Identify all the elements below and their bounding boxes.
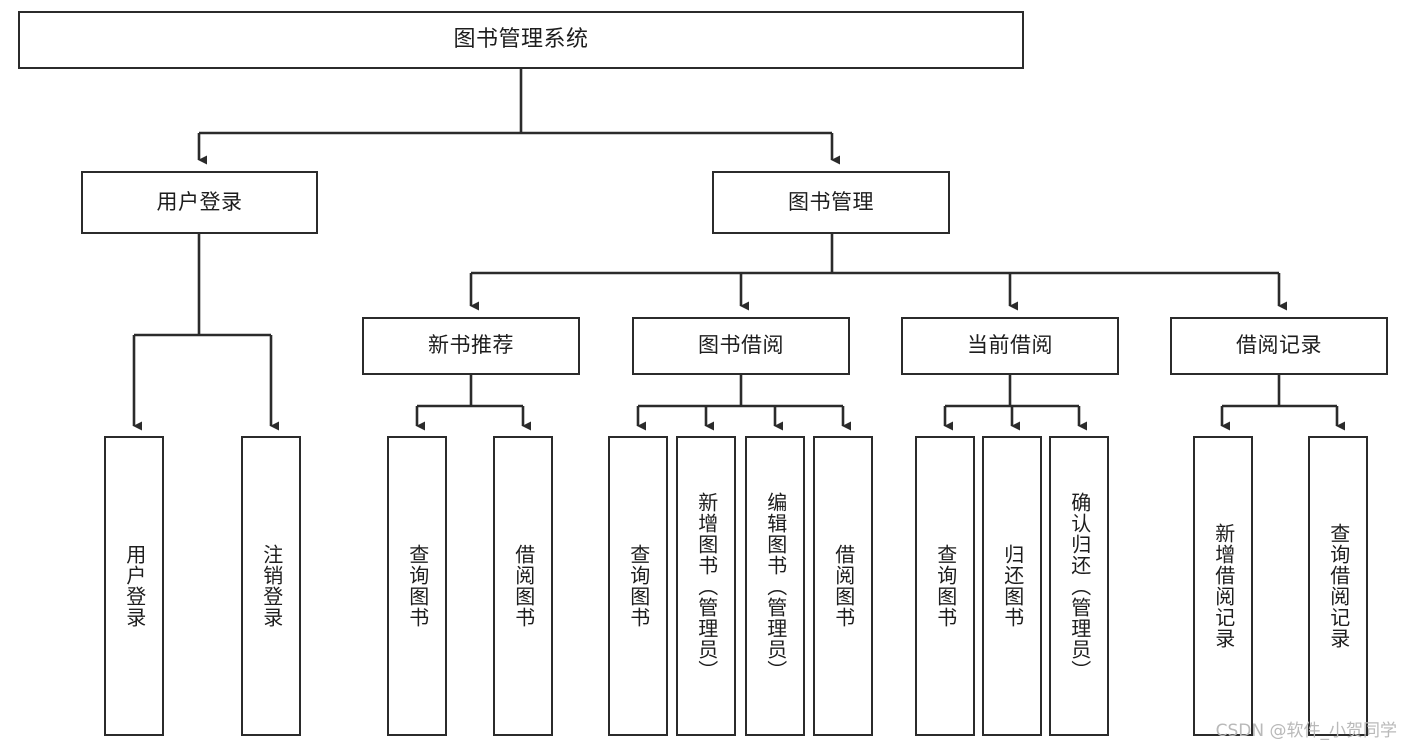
- node-leaf-newbooks-query-books-label: 查询图书: [405, 544, 430, 628]
- node-leaf-newbooks-borrow-books[interactable]: 借阅图书: [493, 436, 553, 736]
- node-book-management-label: 图书管理: [788, 189, 874, 214]
- node-leaf-borrow-lend-books-label: 借阅图书: [831, 544, 856, 628]
- node-leaf-user-login[interactable]: 用户登录: [104, 436, 164, 736]
- node-leaf-current-query-books-label: 查询图书: [933, 544, 958, 628]
- node-current-borrowing-label: 当前借阅: [967, 333, 1053, 358]
- node-leaf-current-query-books[interactable]: 查询图书: [915, 436, 975, 736]
- node-leaf-newbooks-query-books[interactable]: 查询图书: [387, 436, 447, 736]
- node-leaf-logout[interactable]: 注销登录: [241, 436, 301, 736]
- node-leaf-records-add-record[interactable]: 新增借阅记录: [1193, 436, 1253, 736]
- node-leaf-records-query-record-label: 查询借阅记录: [1326, 523, 1351, 649]
- node-root-book-management-system[interactable]: 图书管理系统: [18, 11, 1024, 69]
- node-leaf-current-return-books-label: 归还图书: [1000, 544, 1025, 628]
- node-new-book-recommendation-label: 新书推荐: [428, 333, 514, 358]
- node-leaf-borrow-add-book-admin[interactable]: 新增图书（管理员）: [676, 436, 736, 736]
- node-current-borrowing[interactable]: 当前借阅: [901, 317, 1119, 375]
- node-leaf-borrow-lend-books[interactable]: 借阅图书: [813, 436, 873, 736]
- node-book-borrowing[interactable]: 图书借阅: [632, 317, 850, 375]
- node-book-borrowing-label: 图书借阅: [698, 333, 784, 358]
- node-leaf-newbooks-borrow-books-label: 借阅图书: [511, 544, 536, 628]
- node-new-book-recommendation[interactable]: 新书推荐: [362, 317, 580, 375]
- node-book-management[interactable]: 图书管理: [712, 171, 950, 234]
- node-leaf-borrow-edit-book-admin-label: 编辑图书（管理员）: [763, 491, 788, 681]
- node-leaf-borrow-query-books-label: 查询图书: [626, 544, 651, 628]
- node-leaf-records-query-record[interactable]: 查询借阅记录: [1308, 436, 1368, 736]
- node-leaf-current-confirm-return-admin[interactable]: 确认归还（管理员）: [1049, 436, 1109, 736]
- node-user-login[interactable]: 用户登录: [81, 171, 318, 234]
- node-leaf-records-add-record-label: 新增借阅记录: [1211, 523, 1236, 649]
- node-leaf-borrow-query-books[interactable]: 查询图书: [608, 436, 668, 736]
- node-borrowing-records[interactable]: 借阅记录: [1170, 317, 1388, 375]
- node-borrowing-records-label: 借阅记录: [1236, 333, 1322, 358]
- node-leaf-current-confirm-return-admin-label: 确认归还（管理员）: [1067, 491, 1092, 681]
- node-root-label: 图书管理系统: [453, 26, 589, 52]
- node-leaf-user-login-label: 用户登录: [122, 544, 147, 628]
- node-user-login-label: 用户登录: [156, 189, 243, 214]
- node-leaf-current-return-books[interactable]: 归还图书: [982, 436, 1042, 736]
- node-leaf-borrow-add-book-admin-label: 新增图书（管理员）: [694, 491, 719, 681]
- node-leaf-logout-label: 注销登录: [259, 544, 284, 628]
- node-leaf-borrow-edit-book-admin[interactable]: 编辑图书（管理员）: [745, 436, 805, 736]
